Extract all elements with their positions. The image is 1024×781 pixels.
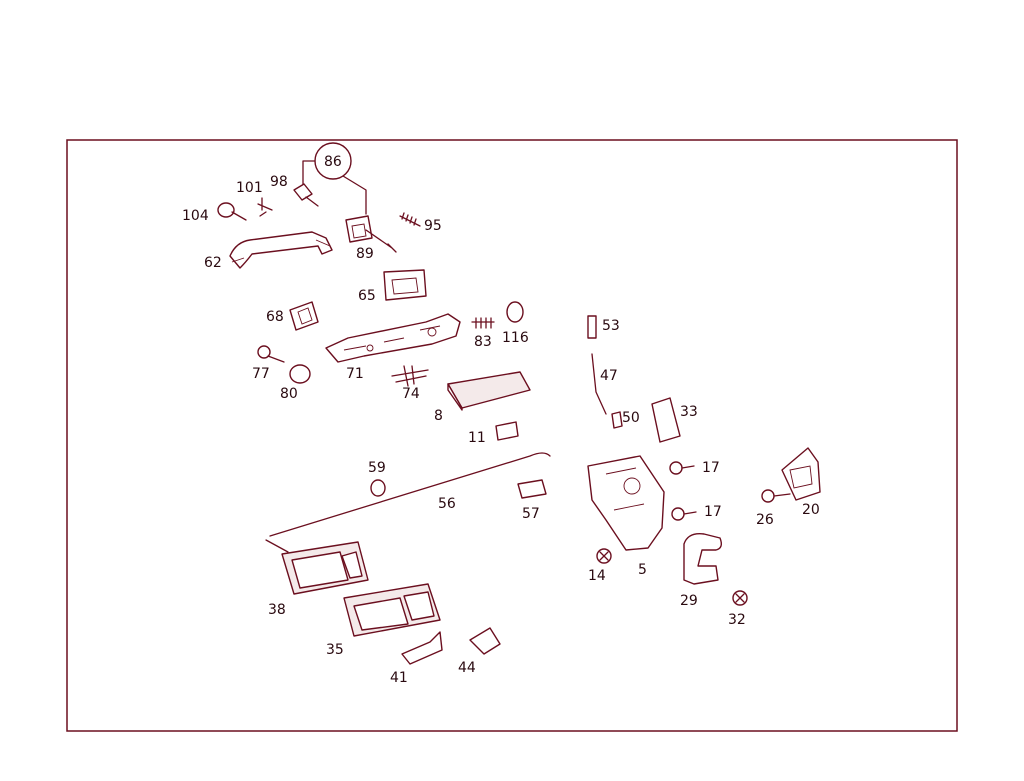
part-89-lock-cylinder[interactable] (345, 215, 397, 253)
callout-38: 38 (268, 602, 286, 618)
part-71-handle-carrier[interactable] (325, 313, 461, 363)
callout-41: 41 (390, 670, 408, 686)
callout-26: 26 (756, 512, 774, 528)
part-62-outer-handle[interactable] (229, 231, 333, 269)
part-116-grommet[interactable] (506, 301, 524, 323)
part-80-bushing[interactable] (289, 364, 311, 384)
part-57-clip[interactable] (517, 479, 547, 499)
part-29-plate[interactable] (683, 533, 723, 585)
callout-116: 116 (502, 330, 529, 346)
callout-44: 44 (458, 660, 476, 676)
callout-71: 71 (346, 366, 364, 382)
part-17-screw-lower[interactable] (671, 507, 697, 521)
part-95-spring[interactable] (399, 212, 421, 227)
callout-104: 104 (182, 208, 209, 224)
callout-33: 33 (680, 404, 698, 420)
part-47-rod[interactable] (591, 353, 607, 415)
part-group-86 (302, 142, 367, 215)
callout-68: 68 (266, 309, 284, 325)
part-5-lock-body[interactable] (587, 455, 665, 551)
callout-89: 89 (356, 246, 374, 262)
callout-83: 83 (474, 334, 492, 350)
part-26-screw[interactable] (761, 489, 791, 503)
part-41-pull-handle[interactable] (401, 631, 443, 665)
callout-14: 14 (588, 568, 606, 584)
part-11-clip[interactable] (495, 421, 519, 441)
part-56-rod[interactable] (265, 452, 551, 553)
part-33-cover[interactable] (651, 397, 681, 443)
callout-74: 74 (402, 386, 420, 402)
diagram-frame (66, 139, 958, 732)
callout-17-upper: 17 (702, 460, 720, 476)
callout-47: 47 (600, 368, 618, 384)
part-20-striker[interactable] (781, 447, 821, 501)
callout-77: 77 (252, 366, 270, 382)
part-68-bracket[interactable] (289, 301, 319, 331)
callout-59: 59 (368, 460, 386, 476)
callout-80: 80 (280, 386, 298, 402)
callout-32: 32 (728, 612, 746, 628)
part-104-key[interactable] (217, 202, 247, 221)
callout-5: 5 (638, 562, 647, 578)
part-38-escutcheon[interactable] (281, 541, 369, 595)
callout-50: 50 (622, 410, 640, 426)
callout-95: 95 (424, 218, 442, 234)
part-74-clip[interactable] (391, 365, 429, 387)
callout-17-lower: 17 (704, 504, 722, 520)
callout-101: 101 (236, 180, 263, 196)
callout-62: 62 (204, 255, 222, 271)
part-101-key[interactable] (257, 197, 273, 217)
part-53-rod[interactable] (587, 315, 597, 339)
callout-35: 35 (326, 642, 344, 658)
part-32-screw[interactable] (732, 590, 748, 606)
part-77-screw[interactable] (257, 345, 285, 363)
part-44-cap[interactable] (469, 627, 501, 655)
callout-98: 98 (270, 174, 288, 190)
part-65-gasket[interactable] (383, 269, 427, 301)
callout-56: 56 (438, 496, 456, 512)
callout-57: 57 (522, 506, 540, 522)
callout-86: 86 (324, 154, 342, 170)
callout-20: 20 (802, 502, 820, 518)
part-35-escutcheon[interactable] (343, 583, 441, 637)
part-14-screw[interactable] (596, 548, 612, 564)
callout-53: 53 (602, 318, 620, 334)
callout-29: 29 (680, 593, 698, 609)
part-98-key[interactable] (293, 183, 319, 207)
part-50-clip[interactable] (611, 411, 623, 429)
part-8-housing[interactable] (447, 371, 531, 411)
callout-65: 65 (358, 288, 376, 304)
part-83-spring[interactable] (471, 317, 495, 329)
callout-8: 8 (434, 408, 443, 424)
callout-11: 11 (468, 430, 486, 446)
part-17-screw-upper[interactable] (669, 461, 695, 475)
part-59-clip[interactable] (370, 479, 386, 497)
